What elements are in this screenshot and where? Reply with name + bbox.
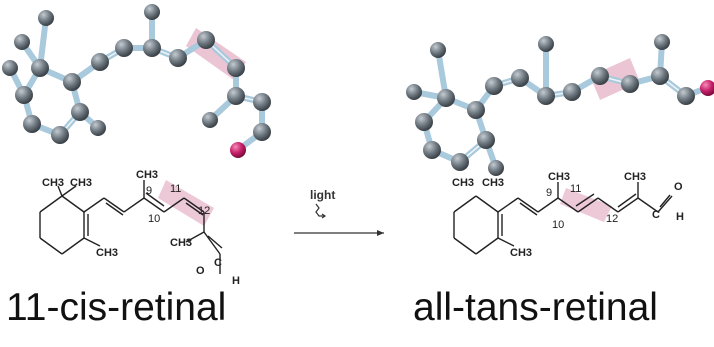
caption-11-cis-retinal: 11-cis-retinal: [6, 286, 227, 329]
reaction-arrow: light: [294, 188, 384, 236]
methyl-label-gem-2-right: CH3: [482, 177, 504, 189]
carbon-number-9-left: 9: [146, 185, 152, 197]
oxygen-atom-right: [700, 80, 714, 96]
carbon-number-12-right: 12: [606, 213, 618, 225]
aldehyde-c-right: C: [652, 209, 660, 221]
aldehyde-o-right: O: [674, 181, 683, 193]
methyl-label-c13-right: CH3: [624, 171, 646, 183]
methyl-label-c9-left: CH3: [136, 169, 158, 181]
ball-and-stick-11-cis: [2, 4, 271, 158]
methyl-label-c9-right: CH3: [548, 171, 570, 183]
aldehyde-h-left: H: [232, 275, 240, 287]
carbon-number-12-left: 12: [198, 205, 210, 217]
methyl-label-ring-right: CH3: [510, 247, 532, 259]
methyl-label-c13-left: CH3: [170, 237, 192, 249]
arrow-label-light: light: [310, 188, 335, 202]
aldehyde-c-left: C: [214, 257, 222, 269]
oxygen-atom-left: [230, 142, 246, 158]
caption-all-trans-retinal: all-tans-retinal: [413, 286, 658, 329]
methyl-label-gem-1-right: CH3: [452, 177, 474, 189]
ball-and-stick-all-trans: [406, 34, 714, 176]
carbon-number-9-right: 9: [546, 187, 552, 199]
skeletal-structure-all-trans: CH3 CH3 CH3 CH3 CH3 9 10 11 12 O C H: [452, 171, 684, 259]
carbon-number-11-left: 11: [170, 183, 181, 195]
methyl-label-gem-2-left: CH3: [70, 177, 92, 189]
light-squiggle-icon: [315, 203, 325, 217]
highlight-c11-c12-right: [560, 188, 612, 222]
methyl-label-gem-1-left: CH3: [42, 177, 64, 189]
aldehyde-o-left: O: [196, 265, 205, 277]
carbon-number-10-left: 10: [148, 213, 160, 225]
arrow-head-icon: [377, 230, 384, 236]
skeletal-structure-11-cis: CH3 CH3 CH3 CH3 CH3 9 10 11 12 O C H: [39, 169, 240, 287]
carbon-number-11-right: 11: [570, 183, 581, 195]
aldehyde-h-right: H: [676, 211, 684, 223]
methyl-label-ring-left: CH3: [96, 247, 118, 259]
carbon-number-10-right: 10: [552, 219, 564, 231]
